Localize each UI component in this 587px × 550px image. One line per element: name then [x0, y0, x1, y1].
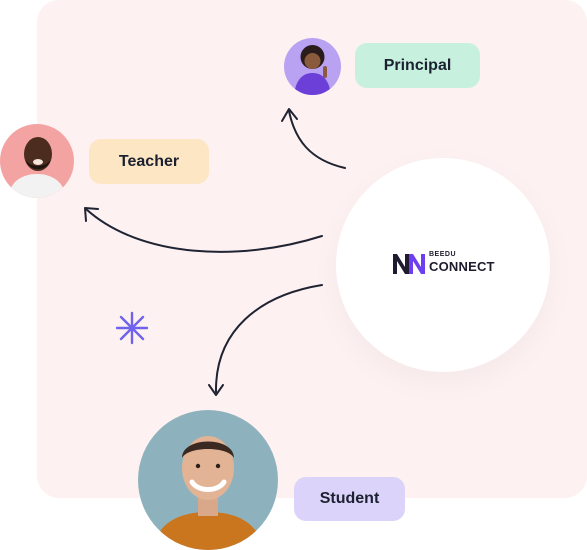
student-label: Student: [294, 477, 405, 521]
teacher-avatar: [0, 124, 74, 198]
beedu-connect-logo: BEEDU CONNECT: [392, 250, 502, 278]
arrow-to-student: [214, 284, 323, 393]
student-avatar: [138, 410, 278, 550]
asterisk-sparkle-icon: [115, 311, 149, 345]
principal-label: Principal: [355, 43, 480, 88]
nn-logo-icon: [393, 254, 425, 274]
arrowhead-teacher: [84, 207, 99, 222]
teacher-label: Teacher: [89, 139, 209, 184]
hub-circle: [336, 158, 550, 372]
principal-avatar: [284, 38, 341, 95]
logo-big-text: CONNECT: [429, 259, 495, 274]
arrow-to-principal: [288, 110, 346, 169]
logo-small-text: BEEDU: [429, 251, 457, 258]
arrow-to-teacher: [85, 208, 323, 253]
arrowhead-student: [208, 384, 224, 396]
arrowhead-principal: [281, 108, 298, 122]
